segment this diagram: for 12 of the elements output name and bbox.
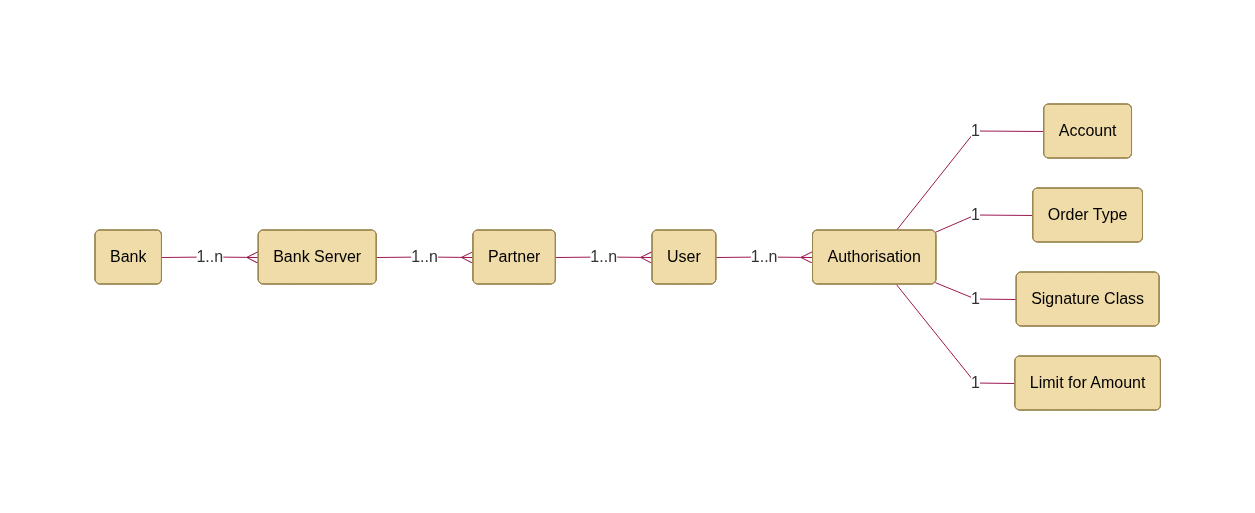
connector bbox=[895, 283, 1016, 384]
edge-label: 1 bbox=[970, 289, 980, 307]
edge-label: 1 bbox=[970, 205, 980, 223]
edge-label: 1..n bbox=[196, 247, 223, 265]
connector bbox=[934, 281, 1017, 300]
edge-label: 1 bbox=[970, 121, 980, 139]
edge-label: 1..n bbox=[410, 247, 438, 265]
connector bbox=[895, 130, 1045, 231]
connector bbox=[934, 214, 1034, 233]
edge-label: 1 bbox=[970, 373, 980, 391]
edge-label: 1..n bbox=[590, 247, 617, 265]
edge-label: 1..n bbox=[750, 247, 778, 265]
